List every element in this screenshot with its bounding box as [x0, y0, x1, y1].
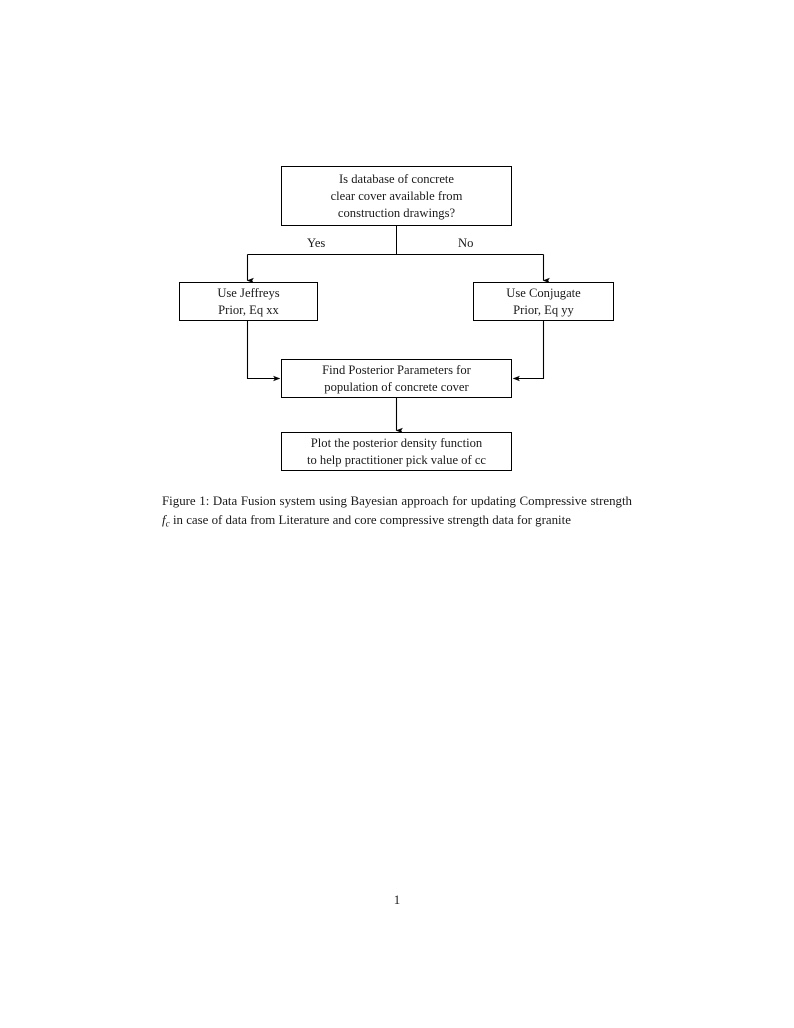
figure-caption-text-after: in case of data from Literature and core… — [169, 512, 571, 527]
edge-label-yes: Yes — [307, 236, 326, 250]
flow-node-posterior-line-2: population of concrete cover — [324, 379, 469, 394]
figure-caption-label: Figure 1: — [162, 494, 210, 508]
figure-caption: Figure 1: Data Fusion system using Bayes… — [162, 492, 632, 534]
flow-node-conjugate-prior: Use Conjugate Prior, Eq yy — [473, 282, 614, 321]
figure-flowchart: Is database of concrete clear cover avai… — [0, 0, 794, 490]
flow-node-plot-posterior-density: Plot the posterior density function to h… — [281, 432, 512, 471]
figure-caption-text-before: Data Fusion system using Bayesian approa… — [209, 494, 632, 508]
page-number: 1 — [393, 893, 401, 907]
figure-caption-math-variable: f — [162, 512, 166, 527]
flow-node-decision-line-3: construction drawings? — [337, 205, 456, 220]
flow-node-posterior-line-1: Find Posterior Parameters for — [322, 362, 471, 377]
flow-node-jeffreys-prior: Use Jeffreys Prior, Eq xx — [179, 282, 318, 321]
flow-node-decision-line-2: clear cover available from — [330, 188, 463, 203]
edge-conjugate-to-posterior — [512, 321, 545, 382]
flow-node-plot-line-1: Plot the posterior density function — [310, 435, 483, 450]
edge-label-no: No — [458, 236, 474, 250]
flow-node-find-posterior-parameters: Find Posterior Parameters for population… — [281, 359, 512, 398]
flow-node-conjugate-line-2: Prior, Eq yy — [513, 302, 574, 317]
flow-node-jeffreys-line-1: Use Jeffreys — [217, 285, 280, 300]
flow-node-decision-line-1: Is database of concrete — [338, 171, 455, 186]
edge-jeffreys-to-posterior — [246, 321, 281, 382]
flow-node-decision: Is database of concrete clear cover avai… — [281, 166, 512, 226]
flow-node-conjugate-line-1: Use Conjugate — [506, 285, 581, 300]
flow-node-plot-line-2: to help practitioner pick value of cc — [306, 452, 487, 467]
figure-caption-math-subscript: c — [165, 518, 170, 529]
flow-node-jeffreys-line-2: Prior, Eq xx — [218, 302, 279, 317]
flowchart-connectors — [246, 226, 550, 434]
